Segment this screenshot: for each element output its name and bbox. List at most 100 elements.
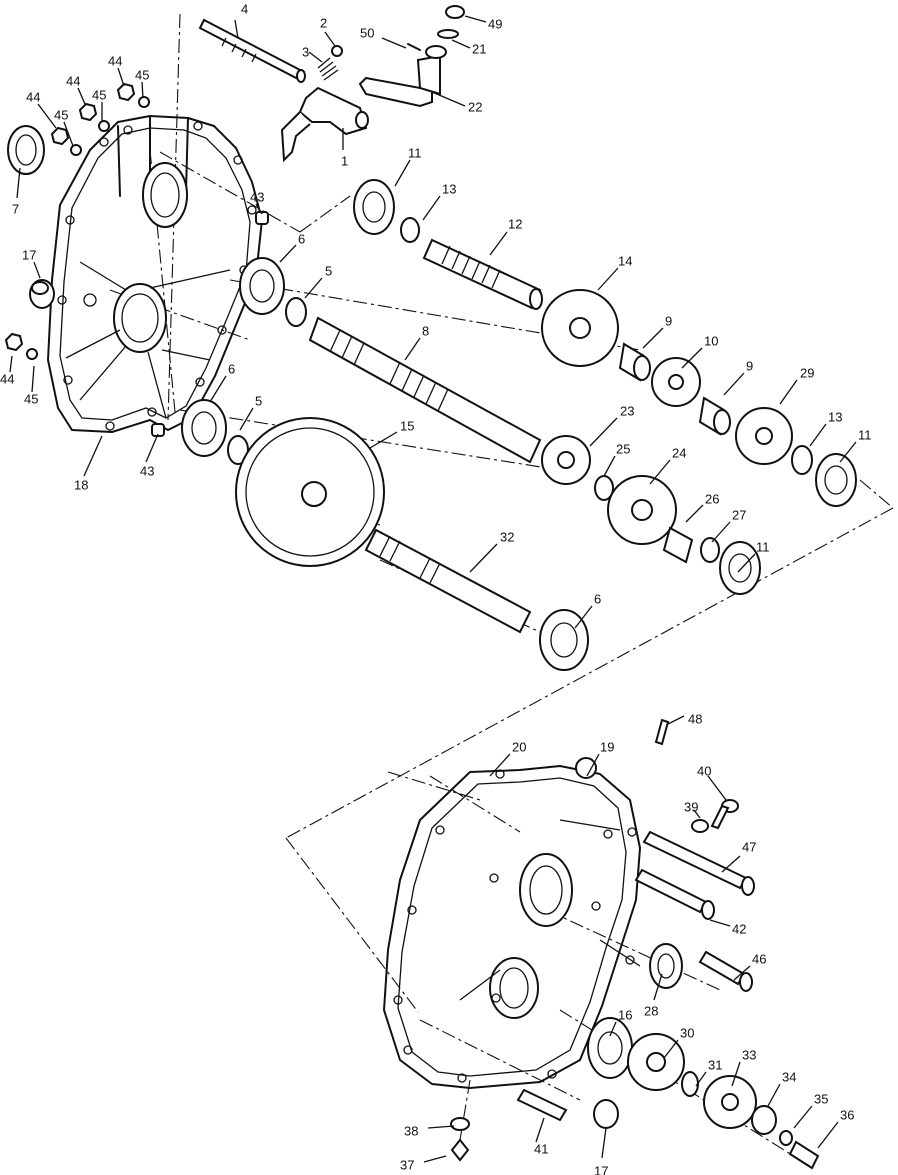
- leader-line-12: [489, 231, 508, 256]
- leader-line-17: [601, 1127, 607, 1159]
- leader-line-27: [711, 521, 731, 543]
- part-label-16: 16: [618, 1007, 632, 1022]
- part-label-27: 27: [732, 507, 746, 522]
- leader-line-43: [145, 433, 159, 463]
- part-label-4: 4: [241, 1, 248, 16]
- part-label-43: 43: [250, 189, 264, 204]
- leader-line-43: [255, 203, 263, 215]
- leader-line-41: [535, 1117, 545, 1143]
- gear-29: [735, 407, 793, 465]
- part-label-45: 45: [135, 67, 149, 82]
- leader-line-13: [809, 423, 827, 447]
- part-label-17: 17: [22, 247, 36, 262]
- leader-line-39: [693, 809, 701, 819]
- leader-line-13: [422, 195, 441, 221]
- gear-15: [235, 417, 385, 567]
- leader-line-11: [394, 159, 411, 187]
- leader-line-32: [469, 543, 498, 573]
- collar-9-b: [698, 396, 731, 436]
- leader-line-20: [489, 753, 511, 777]
- leader-line-9: [723, 372, 745, 396]
- gear-23: [541, 435, 591, 485]
- part-label-44: 44: [26, 89, 40, 104]
- part-label-39: 39: [684, 799, 698, 814]
- part-label-13: 13: [442, 181, 456, 196]
- leader-line-36: [817, 1121, 839, 1149]
- leader-line-22: [431, 91, 466, 107]
- leader-line-8: [404, 337, 421, 361]
- leader-line-33: [731, 1061, 741, 1087]
- leader-line-11: [737, 553, 756, 573]
- part-label-6: 6: [228, 361, 235, 376]
- washer-35: [779, 1130, 793, 1146]
- part-label-41: 41: [534, 1141, 548, 1156]
- leader-line-16: [609, 1021, 617, 1037]
- leader-line-21: [451, 39, 471, 49]
- leader-line-6: [279, 244, 297, 263]
- leader-line-31: [695, 1071, 707, 1087]
- leader-line-28: [653, 973, 663, 1001]
- leader-line-5: [304, 277, 323, 299]
- leader-line-26: [685, 504, 704, 523]
- dowel-pins-43: [151, 211, 269, 437]
- shift-fork-1: [280, 86, 369, 163]
- output-shaft-32: [364, 528, 532, 634]
- part-label-28: 28: [644, 1003, 658, 1018]
- part-label-12: 12: [508, 216, 522, 231]
- part-label-3: 3: [302, 44, 309, 59]
- bearing-11-top: [353, 179, 420, 243]
- part-label-6: 6: [594, 591, 601, 606]
- main-shaft-8: [308, 316, 542, 464]
- leader-line-48: [667, 715, 685, 725]
- part-label-25: 25: [616, 441, 630, 456]
- bearing-6-top: [239, 257, 307, 327]
- leader-line-9: [642, 327, 664, 349]
- leader-line-45: [63, 121, 74, 147]
- part-label-37: 37: [400, 1157, 414, 1172]
- shift-arm-22: [358, 5, 465, 108]
- leader-line-34: [767, 1083, 781, 1107]
- leader-line-4: [234, 19, 239, 39]
- part-label-44: 44: [108, 53, 122, 68]
- leader-line-10: [681, 347, 703, 369]
- part-label-43: 43: [140, 463, 154, 478]
- leader-line-15: [369, 431, 398, 449]
- gear-24: [607, 475, 677, 545]
- shaft-12: [422, 238, 543, 310]
- leader-line-44: [9, 355, 13, 373]
- washer-34: [751, 1105, 777, 1135]
- screw-37-washer-38: [450, 1117, 470, 1162]
- leader-line-29: [779, 379, 798, 405]
- leader-line-7: [16, 167, 21, 199]
- screw-40-washer-39: [691, 799, 739, 833]
- part-label-9: 9: [665, 313, 672, 328]
- leader-line-45: [31, 365, 35, 393]
- part-label-1: 1: [341, 153, 348, 168]
- right-transmission-cover: [383, 757, 641, 1089]
- part-label-44: 44: [66, 73, 80, 88]
- part-label-26: 26: [705, 491, 719, 506]
- part-label-13: 13: [828, 409, 842, 424]
- bearing-6-low: [539, 609, 589, 671]
- left-transmission-housing: [47, 115, 263, 433]
- bolt-47: [642, 830, 755, 896]
- leader-line-25: [603, 455, 616, 477]
- leader-line-40: [707, 775, 727, 801]
- collar-9-a: [618, 342, 651, 382]
- leader-line-6: [574, 605, 593, 629]
- gear-10: [651, 357, 701, 407]
- bearing-6-mid: [181, 399, 249, 465]
- part-label-7: 7: [12, 201, 19, 216]
- bushing-17-left: [29, 279, 55, 309]
- leader-line-37: [423, 1155, 447, 1163]
- leader-line-44: [37, 103, 57, 129]
- leader-line-24: [649, 459, 671, 485]
- leader-line-50: [381, 37, 407, 49]
- part-label-21: 21: [472, 41, 486, 56]
- needle-bearing-26: [662, 526, 694, 564]
- clip-31: [681, 1071, 699, 1097]
- part-label-24: 24: [672, 445, 686, 460]
- part-label-20: 20: [512, 739, 526, 754]
- part-label-40: 40: [697, 763, 711, 778]
